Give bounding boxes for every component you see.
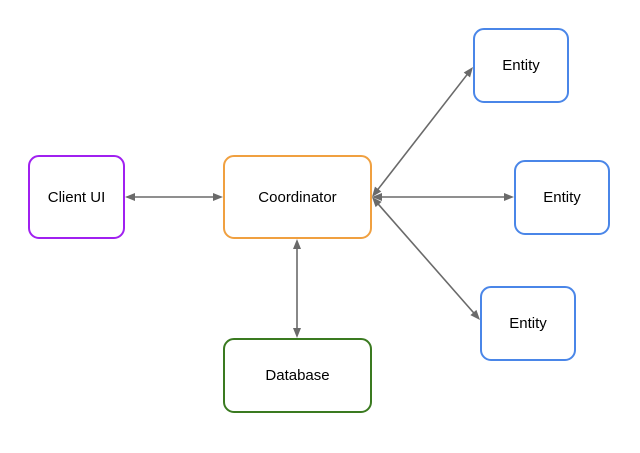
edge-coordinator-entity-3 [372, 197, 480, 320]
edge-coordinator-database [293, 239, 301, 338]
arrowhead-icon [470, 309, 480, 320]
arrowhead-icon [504, 193, 514, 201]
node-label: Coordinator [258, 188, 337, 206]
arrowhead-icon [372, 197, 382, 208]
node-label: Entity [502, 57, 540, 74]
arrowhead-icon [372, 193, 382, 201]
edge-coordinator-entity-2 [372, 193, 514, 201]
node-label: Entity [543, 189, 581, 206]
node-label: Database [265, 367, 330, 384]
node-label: Entity [509, 315, 547, 332]
edge-coordinator-entity-1 [372, 67, 473, 197]
arrowhead-icon [293, 328, 301, 338]
node-coordinator[interactable]: Coordinator [223, 155, 372, 239]
arrowhead-icon [213, 193, 223, 201]
node-entity-bottom[interactable]: Entity [480, 286, 576, 361]
arrowhead-icon [125, 193, 135, 201]
node-database[interactable]: Database [223, 338, 372, 413]
node-entity-top[interactable]: Entity [473, 28, 569, 103]
arrowhead-icon [372, 186, 382, 197]
arrowhead-icon [463, 67, 473, 78]
node-client-ui[interactable]: Client UI [28, 155, 125, 239]
node-entity-middle[interactable]: Entity [514, 160, 610, 235]
node-label: Client UI [47, 188, 106, 206]
edge-client-ui-coordinator [125, 193, 223, 201]
arrowhead-icon [293, 239, 301, 249]
